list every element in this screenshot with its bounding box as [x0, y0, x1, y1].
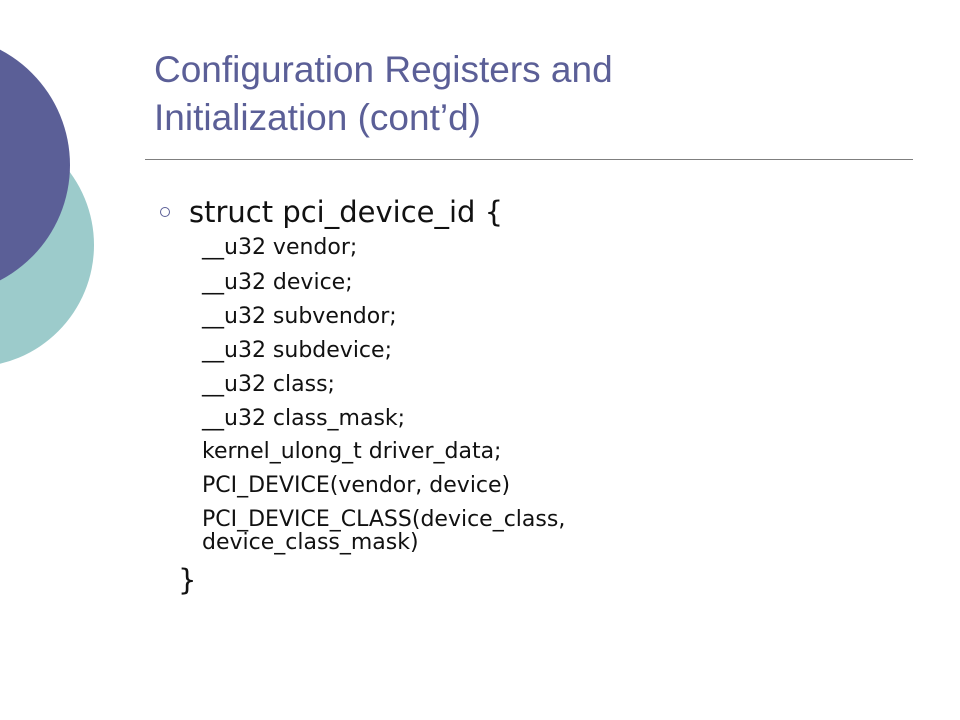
bullet-item: struct pci_device_id { [160, 190, 503, 234]
title-divider [145, 159, 913, 160]
code-line-vendor: __u32 vendor; [202, 235, 358, 260]
title-line-1: Configuration Registers and [154, 49, 613, 90]
code-line-driver-data: kernel_ulong_t driver_data; [202, 439, 502, 464]
purple-circle [0, 49, 70, 281]
decorative-circles [0, 49, 94, 364]
code-line-class-mask-arg: device_class_mask) [202, 530, 419, 555]
code-line-subdevice: __u32 subdevice; [202, 338, 392, 363]
bullet-text: struct pci_device_id { [189, 195, 504, 229]
slide-title: Configuration Registers and Initializati… [154, 46, 894, 142]
code-line-subvendor: __u32 subvendor; [202, 304, 397, 329]
code-line-class-mask: __u32 class_mask; [202, 406, 406, 431]
code-line-pci-device-class: PCI_DEVICE_CLASS(device_class, [202, 507, 566, 532]
code-line-pci-device: PCI_DEVICE(vendor, device) [202, 473, 511, 498]
code-line-device: __u32 device; [202, 270, 353, 295]
title-line-2: Initialization (cont’d) [154, 97, 481, 138]
code-line-class: __u32 class; [202, 372, 335, 397]
closing-brace: } [178, 563, 197, 597]
hollow-circle-bullet-icon [160, 207, 170, 217]
